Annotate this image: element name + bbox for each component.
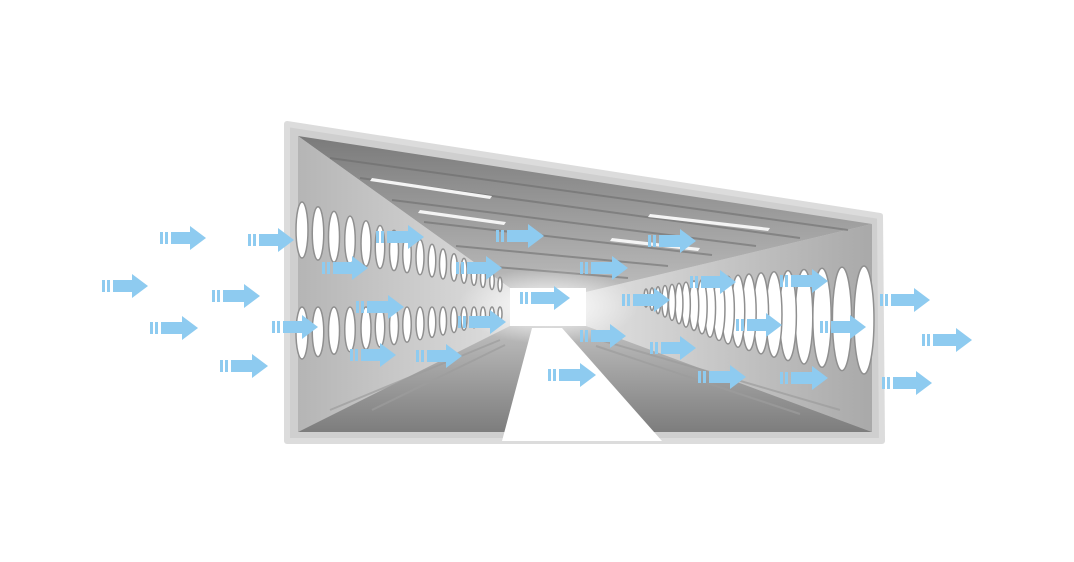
left-wall-opening [295,201,309,259]
left-wall-opening [427,243,437,278]
airflow-arrow-icon [690,270,736,294]
airflow-arrow-icon [548,363,596,387]
airflow-arrow-icon [272,315,318,339]
right-wall-opening [831,266,853,372]
airflow-arrow-icon [248,228,294,252]
right-wall-opening [853,265,875,375]
airflow-arrows [102,224,972,395]
left-wall-opening [360,306,372,351]
left-wall-opening [327,306,341,355]
airflow-arrow-icon [376,225,424,249]
airflow-arrow-icon [212,284,260,308]
left-wall-opening [311,205,325,261]
airflow-arrow-icon [820,315,866,339]
airflow-arrow-icon [456,256,502,280]
airflow-arrow-icon [622,288,670,312]
airflow-arrow-icon [150,316,198,340]
airflow-arrow-icon [698,365,746,389]
left-wall-opening [438,306,448,336]
airflow-arrow-icon [880,288,930,312]
airflow-arrow-icon [922,328,972,352]
airflow-arrow-icon [580,324,626,348]
airflow-arrow-icon [350,343,396,367]
left-wall-opening [344,306,356,353]
airflow-arrow-icon [322,256,368,280]
airflow-arrow-icon [650,336,696,360]
left-wall-opening [427,306,437,339]
airflow-arrow-icon [496,224,544,248]
left-wall-opening [450,306,458,334]
airflow-arrow-icon [458,310,506,334]
left-wall-opening [344,215,356,266]
airflow-arrow-icon [220,354,268,378]
left-wall-opening [415,238,425,276]
airflow-arrow-icon [780,269,828,293]
left-wall-opening [327,210,341,263]
left-wall-opening [497,276,503,293]
airflow-arrow-icon [736,313,782,337]
airflow-arrow-icon [356,295,404,319]
tunnel-ceiling [298,136,872,292]
left-wall-opening [360,220,372,268]
airflow-arrow-icon [102,274,148,298]
airflow-arrow-icon [882,371,932,395]
left-wall-opening [438,248,448,280]
left-wall-opening [402,306,412,343]
right-wall-opening [667,283,677,322]
airflow-arrow-icon [580,256,628,280]
airflow-arrow-icon [416,344,462,368]
airflow-arrow-icon [780,366,828,390]
airflow-arrow-icon [648,229,696,253]
airflow-arrow-icon [520,286,570,310]
airflow-arrow-icon [160,226,206,250]
left-wall-opening [415,306,425,341]
right-wall-openings [643,265,875,375]
left-wall-opening [311,306,325,358]
